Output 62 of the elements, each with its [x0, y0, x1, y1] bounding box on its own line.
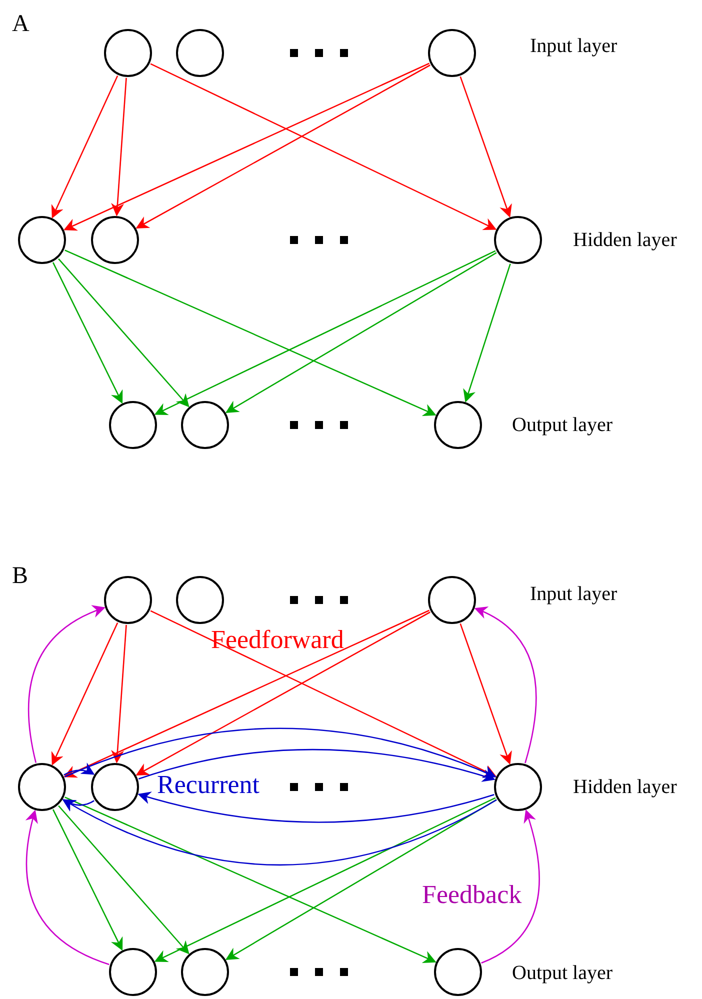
- arrow: [474, 607, 537, 764]
- neuron-circle: [176, 29, 224, 77]
- arrow: [111, 78, 127, 216]
- arrow: [64, 250, 436, 416]
- neuron-circle: [434, 948, 482, 996]
- arrow: [26, 810, 110, 966]
- arrow: [150, 63, 497, 230]
- neuron-circle: [104, 576, 152, 624]
- arrow: [154, 250, 496, 415]
- neuron-circle: [494, 763, 542, 811]
- layer-label: Output layer: [512, 415, 613, 435]
- arrow: [138, 791, 494, 823]
- neuron-circle: [109, 948, 157, 996]
- arrow: [138, 748, 496, 782]
- neuron-circle: [91, 216, 139, 264]
- connection-type-label: Recurrent: [157, 772, 260, 798]
- neuron-circle: [18, 763, 66, 811]
- arrow: [58, 805, 190, 954]
- arrow: [460, 623, 512, 765]
- layer-label: Output layer: [512, 963, 613, 983]
- neuron-circle: [109, 401, 157, 449]
- arrow: [136, 612, 430, 776]
- arrow: [64, 62, 430, 231]
- arrow: [64, 728, 496, 778]
- arrow: [64, 796, 436, 964]
- neuron-circle: [428, 29, 476, 77]
- arrow: [51, 622, 118, 766]
- arrow: [111, 624, 127, 764]
- neuron-circle: [176, 576, 224, 624]
- neuron-circle: [494, 216, 542, 264]
- arrow: [58, 258, 190, 408]
- arrow: [62, 799, 497, 866]
- neuron-circle: [428, 576, 476, 624]
- panel-letter: A: [12, 12, 30, 36]
- arrow: [52, 262, 123, 404]
- arrow: [51, 75, 118, 218]
- neuron-circle: [18, 216, 66, 264]
- arrow: [481, 809, 540, 964]
- arrow: [64, 610, 430, 778]
- neuron-circle: [434, 401, 482, 449]
- panel-letter: B: [12, 564, 28, 588]
- neuron-circle: [91, 763, 139, 811]
- arrow: [136, 64, 430, 228]
- neuron-circle: [104, 29, 152, 77]
- connection-type-label: Feedforward: [211, 627, 344, 653]
- layer-label: Hidden layer: [573, 777, 677, 797]
- arrow: [52, 809, 123, 951]
- layer-label: Hidden layer: [573, 230, 677, 250]
- arrow: [225, 252, 497, 413]
- neuron-circle: [181, 948, 229, 996]
- arrow: [460, 76, 512, 218]
- layer-label: Input layer: [530, 584, 618, 604]
- arrow: [225, 799, 497, 960]
- arrow: [463, 264, 511, 402]
- arrow: [154, 797, 496, 962]
- layer-label: Input layer: [530, 36, 618, 56]
- arrow: [28, 606, 106, 763]
- neuron-circle: [181, 401, 229, 449]
- arrow: [62, 799, 94, 812]
- arrow: [150, 610, 497, 777]
- arrow: [64, 762, 95, 776]
- connection-type-label: Feedback: [422, 882, 522, 908]
